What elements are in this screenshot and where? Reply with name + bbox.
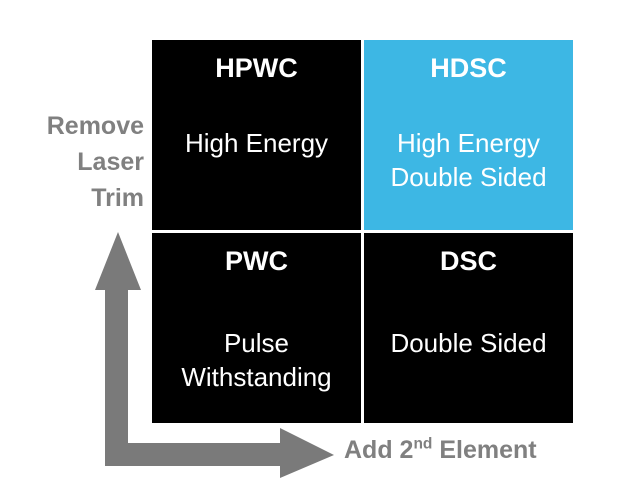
y-axis-label-line-2: Laser <box>77 148 144 176</box>
matrix-cell-title: HDSC <box>430 53 507 83</box>
matrix-cell-title: DSC <box>439 246 497 276</box>
y-axis-label-line-3: Trim <box>91 184 144 212</box>
x-axis-label: Add 2nd Element <box>344 435 537 465</box>
y-axis-label: Remove Laser Trim <box>4 108 144 216</box>
y-axis-label-line-1: Remove <box>46 112 144 140</box>
matrix-cell-body: Pulse Withstanding <box>181 328 332 392</box>
x-axis-label-suffix: Element <box>432 436 537 464</box>
matrix-cell-title: HPWC <box>215 53 298 83</box>
matrix-cell-title: PWC <box>225 246 288 276</box>
x-axis-label-prefix: Add 2 <box>344 436 414 464</box>
matrix-cell-hpwc[interactable]: HPWC High Energy <box>152 40 361 230</box>
matrix-cell-pwc[interactable]: PWC Pulse Withstanding <box>152 233 361 423</box>
matrix-cell-body: Double Sided <box>390 328 547 358</box>
matrix-cell-body: High Energy Double Sided <box>390 128 547 192</box>
x-axis-label-ordinal-suffix: nd <box>413 435 433 453</box>
matrix-cell-body: High Energy <box>184 128 329 158</box>
quadrant-matrix: HPWC High Energy HDSC High Energy Double… <box>152 40 573 423</box>
matrix-cell-dsc[interactable]: DSC Double Sided <box>364 233 573 423</box>
matrix-cell-hdsc[interactable]: HDSC High Energy Double Sided <box>364 40 573 230</box>
